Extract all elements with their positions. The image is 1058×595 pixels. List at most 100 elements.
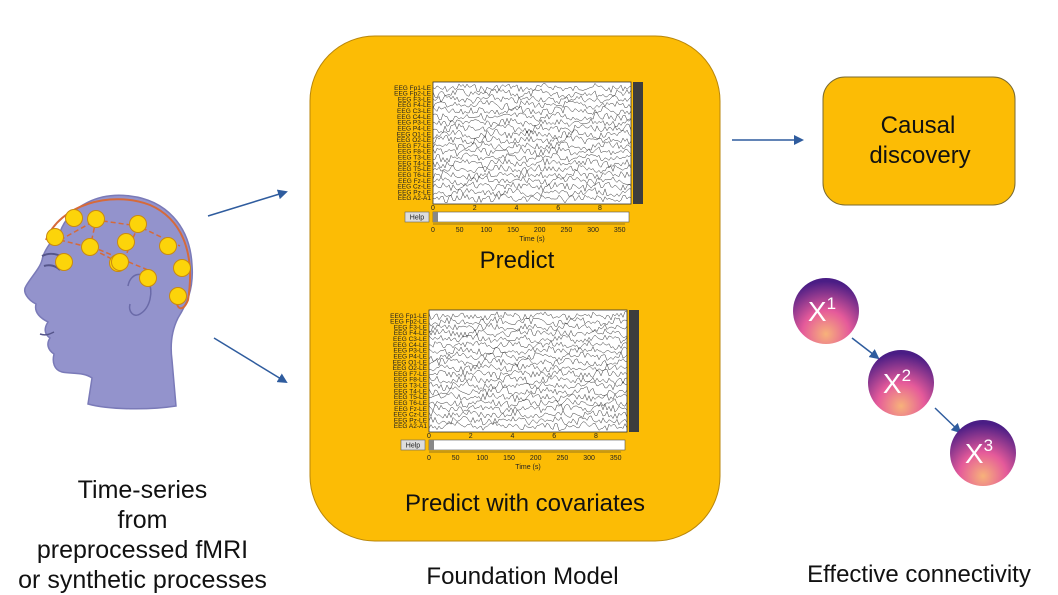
eeg-channel-label: EEG F4-LE [398, 102, 432, 109]
eeg-trace [432, 175, 632, 186]
eeg-trace [432, 169, 632, 180]
help-button[interactable]: Help [404, 211, 430, 223]
left-caption-line-3: preprocessed fMRI [36, 536, 249, 564]
eeg-channel-label: EEG F3-LE [398, 96, 432, 103]
electrode-11 [173, 259, 191, 277]
head-silhouette [24, 194, 194, 410]
arrow-head-to-covariates [213, 337, 288, 384]
node-x3: X3 [950, 420, 1016, 486]
left-caption-line-2: from [117, 506, 168, 534]
eeg-trace [428, 333, 628, 344]
eeg-bottom-tick: 200 [530, 455, 542, 462]
eeg-bottom-tick: 250 [557, 455, 569, 462]
eeg-top-tick: 4 [511, 433, 515, 440]
eeg-trace [432, 83, 632, 94]
mouth-line [39, 331, 55, 336]
node-circle [950, 420, 1016, 486]
eeg-bottom-tick: 100 [481, 227, 493, 234]
eeg-channel-label: EEG Fp1-LE [390, 313, 428, 320]
help-button[interactable]: Help [400, 439, 426, 451]
eeg-trace [432, 105, 632, 116]
eeg-bottom-tick: 100 [477, 455, 489, 462]
eeg-channel-label: EEG Pz-LE [398, 189, 432, 196]
eeg-channel-label: EEG T3-LE [394, 383, 428, 390]
eeg-channel-label: EEG P3-LE [393, 348, 427, 355]
eeg-top-tick: 6 [556, 205, 560, 212]
eeg-channel-label: EEG C3-LE [397, 108, 432, 115]
eeg-trace [428, 345, 628, 356]
time-slider-handle[interactable] [433, 212, 438, 222]
eeg-trace [428, 391, 628, 403]
left-caption-line-4: or synthetic processes [18, 566, 267, 594]
eeg-trace [433, 152, 632, 163]
time-slider-handle[interactable] [429, 440, 434, 450]
node-circle [868, 350, 934, 416]
eeg-bottom-tick: 0 [427, 455, 431, 462]
eeg-trace [432, 140, 632, 151]
node-label: X1 [808, 294, 836, 327]
eeg-channel-label: EEG Fz-LE [394, 406, 428, 413]
eeg-top-tick: 4 [515, 205, 519, 212]
node-base: X [965, 438, 984, 469]
eeg-scroll-bar [633, 82, 643, 204]
eeg-trace [428, 403, 628, 414]
eeg-channel-label: EEG O1-LE [393, 359, 428, 366]
eeg-channel-label: EEG C4-LE [397, 114, 432, 121]
time-slider[interactable] [428, 439, 626, 451]
eeg-trace [428, 363, 628, 373]
electrode-2 [55, 253, 73, 271]
eeg-bottom-tick: 300 [587, 227, 599, 234]
eeg-trace [432, 157, 632, 169]
eeg-top-tick: 0 [431, 205, 435, 212]
eeg-trace [428, 316, 628, 327]
help-button-box [400, 439, 426, 451]
electrode-8 [117, 233, 135, 251]
node-superscript: 2 [902, 366, 911, 385]
eeg-trace [428, 380, 628, 391]
electrode-1 [46, 228, 64, 246]
electrode-3 [65, 209, 83, 227]
electrode-13 [111, 253, 129, 271]
eeg-channel-label: EEG T4-LE [398, 160, 432, 167]
eeg-channel-label: EEG Fp2-LE [394, 91, 432, 98]
electrodes [46, 209, 191, 305]
eeg-trace [432, 117, 632, 128]
node-superscript: 1 [827, 294, 836, 313]
edge-x1-x2 [851, 337, 880, 360]
node-label: X3 [965, 436, 993, 469]
eeg-top-tick: 6 [552, 433, 556, 440]
causal-discovery-line-2: discovery [869, 142, 970, 169]
eeg-channel-label: EEG T6-LE [398, 172, 432, 179]
eeg-trace [432, 146, 632, 157]
eeg-trace [428, 339, 628, 350]
right-caption: Effective connectivity [807, 561, 1031, 588]
node-x2: X2 [868, 350, 934, 416]
eeg-channel-label: EEG T4-LE [394, 388, 428, 395]
eeg-bottom-tick: 150 [507, 227, 519, 234]
time-slider[interactable] [432, 211, 630, 223]
eeg-channel-label: EEG F3-LE [394, 324, 428, 331]
eeg-channel-label: EEG A2-A1 [394, 423, 428, 430]
eeg-trace [428, 357, 628, 368]
node-base: X [883, 368, 902, 399]
eeg-channel-label: EEG O1-LE [397, 131, 432, 138]
eeg-channel-label: EEG F7-LE [394, 371, 428, 378]
eeg-top-tick: 8 [594, 433, 598, 440]
eeg-top-tick: 2 [473, 205, 477, 212]
eeg-bottom-tick: 150 [503, 455, 515, 462]
eeg-trace [432, 181, 632, 192]
eeg-channel-label: EEG P4-LE [397, 125, 431, 132]
eeg-channel-label: EEG T5-LE [394, 394, 428, 401]
eeg-top-tick: 8 [598, 205, 602, 212]
node-label: X2 [883, 366, 911, 399]
help-button-box [404, 211, 430, 223]
eeg-trace [432, 134, 632, 145]
eeg-channel-label: EEG T6-LE [394, 400, 428, 407]
left-caption: Time-series from preprocessed fMRI or sy… [0, 475, 285, 595]
center-caption: Foundation Model [426, 563, 619, 590]
eeg-channel-label: EEG P3-LE [397, 120, 431, 127]
electrode-9 [159, 237, 177, 255]
